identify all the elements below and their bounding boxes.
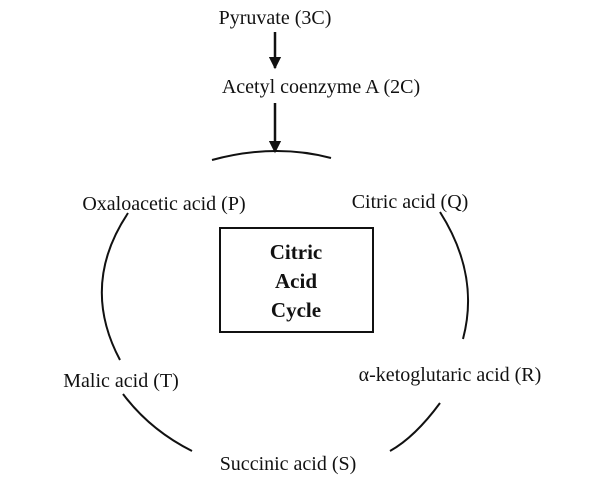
alpha-ketoglutaric-acid-label: α-ketoglutaric acid (R) (359, 364, 542, 386)
cycle-arc-bottom-right (389, 402, 441, 452)
acetyl-coa-label: Acetyl coenzyme A (2C) (222, 76, 420, 98)
malic-acid-label: Malic acid (T) (63, 370, 179, 392)
cycle-arc-left (100, 212, 129, 361)
cycle-title-line-1: Citric (270, 240, 322, 264)
cycle-arc-bottom-left (122, 393, 193, 452)
cycle-title-line-2: Acid (275, 269, 317, 293)
cycle-arc-right (439, 211, 469, 340)
oxaloacetic-acid-label: Oxaloacetic acid (P) (82, 193, 245, 215)
pyruvate-label: Pyruvate (3C) (219, 7, 332, 29)
citric-acid-label: Citric acid (Q) (352, 191, 469, 213)
succinic-acid-label: Succinic acid (S) (220, 453, 357, 475)
cycle-arc-top (211, 150, 332, 161)
cycle-title-line-3: Cycle (271, 298, 321, 322)
cycle-title-box (219, 227, 374, 333)
